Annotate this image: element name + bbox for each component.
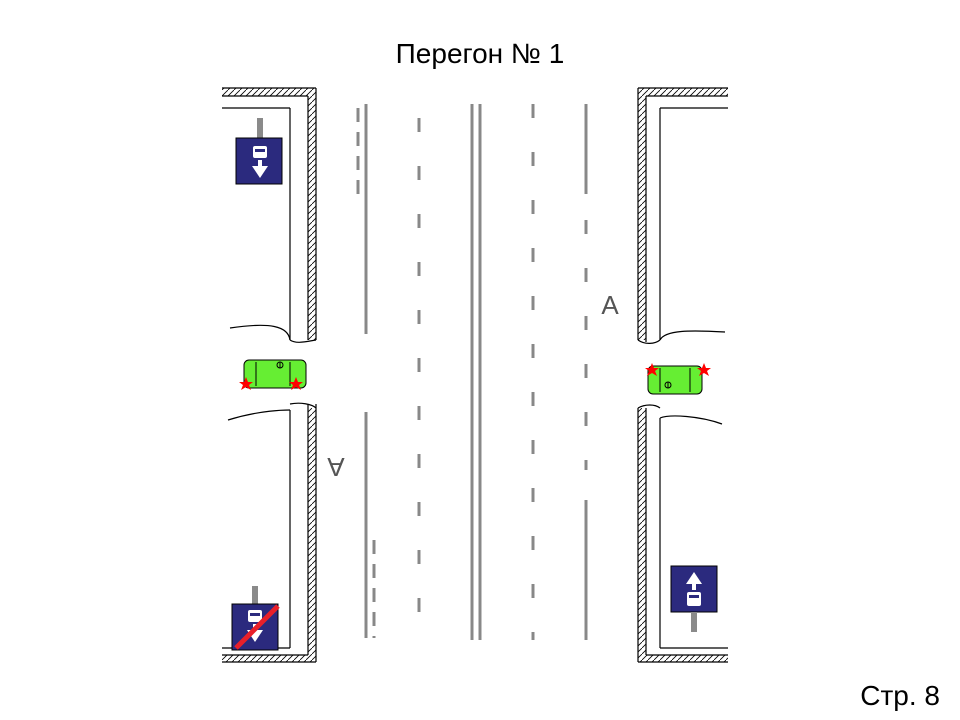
lane-letter-southbound: А (327, 452, 345, 482)
bus-lane-up-icon (670, 565, 718, 632)
bus-lane-down-icon (235, 118, 283, 185)
marker-star-icon (645, 363, 659, 376)
marker-star-icon (239, 377, 253, 390)
marker-star-icon (289, 377, 303, 390)
right-bottom-sidewalk (637, 404, 728, 663)
marker-star-icon (697, 363, 711, 376)
page-title: Перегон № 1 (395, 38, 565, 69)
lane-markings (356, 104, 588, 640)
left-top-sidewalk (222, 87, 317, 343)
left-crossing-car (243, 359, 307, 389)
page-number: Стр. 8 (860, 680, 940, 711)
bus-lane-end-icon (231, 586, 280, 651)
right-top-sidewalk (637, 87, 728, 344)
right-crossing-car (647, 365, 703, 395)
lane-letter-northbound: А (601, 290, 619, 320)
